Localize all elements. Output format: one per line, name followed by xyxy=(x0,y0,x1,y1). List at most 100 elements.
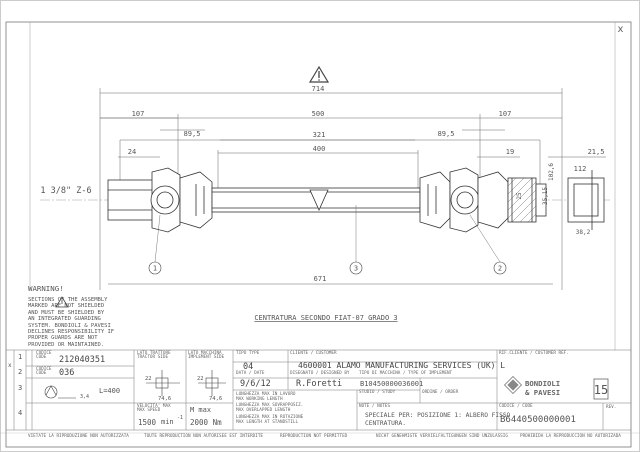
warning-line: PROPER GUARDS ARE NOT xyxy=(28,335,98,342)
length-note: LUNGHEZZA MAX IN LAVORO xyxy=(236,392,296,397)
warning-line: SYSTEM. BONDIOLI & PAVESI xyxy=(28,322,111,329)
footer-note: TOUTE REPRODUCTION NON AUTORISEE EST INT… xyxy=(144,434,263,439)
drawing-frame xyxy=(5,21,632,448)
dim-overall: 714 xyxy=(312,85,325,93)
dim-500: 500 xyxy=(312,110,325,118)
length-note: LUNGHEZZA MAX IN ROTAZIONE xyxy=(236,414,304,420)
spline-spec: 1 3/8" Z-6 xyxy=(40,186,91,196)
dim-35-15: 35,15 xyxy=(542,187,549,205)
dim-321: 321 xyxy=(313,131,326,139)
implement-side-label: LATO MACCHINA IMPLEMENT SIDE xyxy=(188,351,225,361)
dim-right-89-5: 89,5 xyxy=(438,130,455,138)
balloon-1-label: 1 xyxy=(153,265,157,273)
date-value: 9/6/12 xyxy=(240,379,271,389)
customer-label: CLIENTE / CUSTOMER xyxy=(290,351,337,356)
footer-note: PROHIBIDA LA REPRODUCCION NO AUTORIZADA xyxy=(520,434,621,439)
notes-value-2: CENTRATURA. xyxy=(365,420,406,427)
brand-name: BONDIOLI xyxy=(525,379,561,388)
footer-note: NICHT GENEHMIGTE VERVIELFALTIGUNGEN SIND… xyxy=(376,434,508,439)
warning-heading: WARNING! xyxy=(28,284,64,293)
driveshaft-assembly xyxy=(107,167,605,233)
brand-name-2: & PAVESI xyxy=(525,388,561,397)
torque-label: M max xyxy=(190,406,212,414)
warning-inline-icon xyxy=(55,296,69,308)
speed-exponent: -1 xyxy=(177,415,184,421)
code2-value: B6440500000001 xyxy=(500,415,576,425)
length-note: MAX LENGTH AT STANDSTILL xyxy=(236,419,299,425)
length-note: MAX WORKING LENGTH xyxy=(236,396,283,402)
implement-type-label: TIPO DI MACCHINA / TYPE OF IMPLEMENT xyxy=(359,371,453,376)
warning-line: DECLINES RESPONSIBILITY IF xyxy=(28,329,115,336)
row-marker-3: 3 xyxy=(18,384,23,392)
speed-value: 1500 xyxy=(138,418,157,427)
type-value: 04 xyxy=(243,362,254,372)
length-note: LUNGHEZZA MAX SOVRAPPOSIZ. xyxy=(236,403,304,409)
section-hatch xyxy=(507,177,537,223)
fork-dim-74-6a: 74,6 xyxy=(158,396,172,402)
title-block-grid xyxy=(6,349,631,431)
dim-left-89-5: 89,5 xyxy=(184,130,201,138)
row-marker-4: 4 xyxy=(18,409,23,417)
dim-25: 25 xyxy=(516,192,523,200)
speed-unit: min xyxy=(161,418,174,426)
dim-left-107: 107 xyxy=(132,110,145,118)
footer-note: REPRODUCTION NOT PERMITTED xyxy=(280,434,348,439)
svg-text:15: 15 xyxy=(594,383,608,397)
date-label: DATA / DATE xyxy=(236,371,265,376)
dim-112: 112 xyxy=(574,165,587,173)
dim-19: 19 xyxy=(506,148,514,156)
tractor-side-label: LATO TRATTORE TRACTOR SIDE xyxy=(137,351,171,361)
rev-label: REV. xyxy=(606,405,617,410)
fork-dim-22a: 22 xyxy=(145,376,152,382)
code-label: CODICE CODE xyxy=(36,351,52,361)
length-label: L=400 xyxy=(99,387,121,395)
row-marker-1: 1 xyxy=(18,353,23,361)
dim-3-4: 3,4 xyxy=(80,394,90,400)
close-icon[interactable]: x xyxy=(617,24,624,35)
footer-note: VIETATE LA RIPRODUZIONE NON AUTORIZZATA xyxy=(28,434,129,439)
code-2: 036 xyxy=(59,368,75,378)
speed-label: VELOCITA' MAX MAX SPEED xyxy=(137,404,171,414)
balloon-3-label: 3 xyxy=(354,265,358,273)
type-label: TIPO TYPE xyxy=(236,351,260,356)
customer-value: 4600001 ALAMO MANUFACTURING SERVICES (UK… xyxy=(298,361,506,370)
warning-line: AND MUST BE SHIELDED BY xyxy=(28,309,105,316)
brand-logo-icon: 15 xyxy=(504,376,609,400)
implement-type-value: B10450000036001 xyxy=(360,380,424,388)
warning-line: MARKED ARE NOT SHIELDED xyxy=(28,303,105,310)
warning-text-block: SECTIONS OF THE ASSEMBLY MARKED ARE NOT … xyxy=(28,297,114,348)
designer-label: DISEGNATO / DESIGNED BY xyxy=(290,371,350,376)
dim-21-5: 21,5 xyxy=(588,148,605,156)
length-note: MAX OVERLAPPED LENGTH xyxy=(236,408,291,414)
balloon-2-label: 2 xyxy=(498,265,502,273)
fork-dim-74-6b: 74,6 xyxy=(209,396,223,402)
code-label-2: CODICE CODE xyxy=(36,367,52,377)
code2-label: CODICE / CODE xyxy=(499,404,533,409)
notes-label: NOTE / NOTES xyxy=(359,404,391,409)
dim-24: 24 xyxy=(128,148,136,156)
dim-400: 400 xyxy=(313,145,326,153)
warning-line: SECTIONS OF THE ASSEMBLY xyxy=(28,297,108,303)
centering-spec: CENTRATURA SECONDO FIAT-07 GRADO 3 xyxy=(254,314,397,322)
warning-line: PROVIDED OR MAINTAINED. xyxy=(28,341,105,348)
fork-dim-22b: 22 xyxy=(197,376,204,382)
study-label: STUDIO / STUDY xyxy=(359,390,396,395)
order-label: ORDINE / ORDER xyxy=(422,390,459,395)
customer-ref-label: RIF.CLIENTE / CUSTOMER REF. xyxy=(499,351,569,356)
designer-value: R.Foretti xyxy=(296,379,343,389)
warning-triangle-icon xyxy=(308,65,330,83)
code-1: 212040351 xyxy=(59,355,106,365)
notes-value: SPECIALE PER: POSIZIONE 1: ALBERO FISSO xyxy=(365,412,511,419)
row-marker-2: 2 xyxy=(18,368,23,376)
warning-line: AN INTEGRATED GUARDING xyxy=(28,316,101,323)
dimension-lines xyxy=(99,88,606,290)
dim-671: 671 xyxy=(314,275,327,283)
torque-value: 2000 Nm xyxy=(190,418,222,427)
dim-102-6: 102,6 xyxy=(548,163,555,181)
dim-38-2: 38,2 xyxy=(576,229,591,236)
length-notes: LUNGHEZZA MAX IN LAVORO MAX WORKING LENG… xyxy=(236,392,304,425)
fork-sketches xyxy=(44,370,226,399)
dim-right-107: 107 xyxy=(499,110,512,118)
